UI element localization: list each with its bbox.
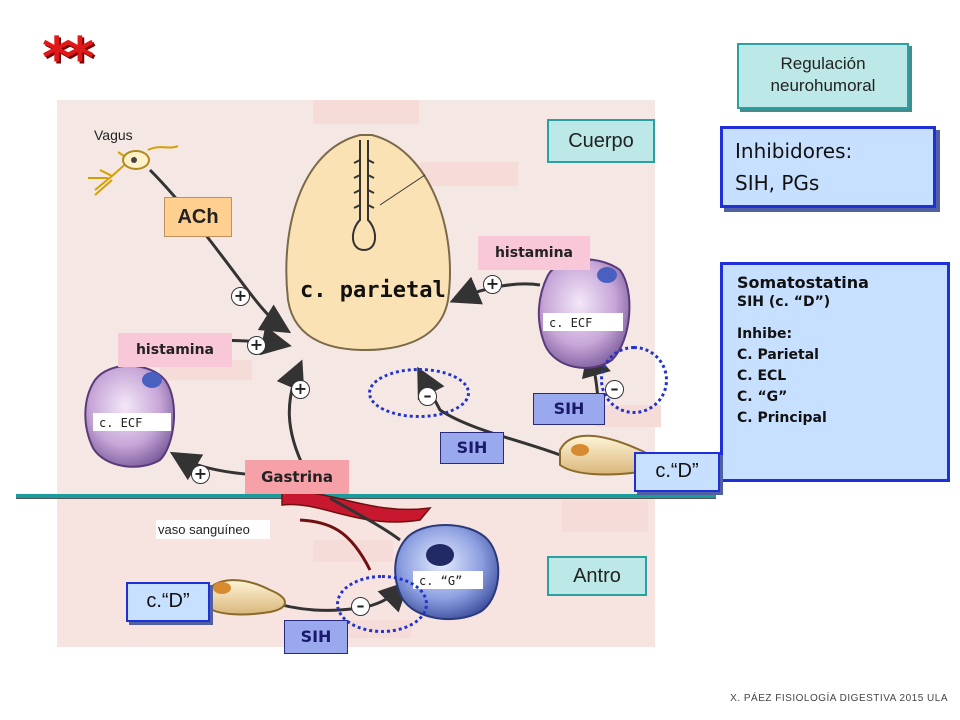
somatostatina-item: C. Parietal [737, 347, 819, 363]
minus-sign: – [418, 387, 437, 406]
parietal-cell-body [285, 134, 451, 352]
plus-sign: + [191, 465, 210, 484]
mask-patch [313, 540, 393, 562]
cuerpo-label: Cuerpo [547, 119, 655, 163]
somatostatina-subtitle: SIH (c. “D”) [737, 294, 831, 310]
sih-center-label: SIH [440, 432, 504, 464]
plus-sign: + [247, 336, 266, 355]
somatostatina-inhibe: Inhibe: [737, 326, 793, 342]
somatostatina-box: Somatostatina SIH (c. “D”) Inhibe: C. Pa… [720, 262, 950, 482]
title-stars: ** [42, 26, 95, 91]
mask-patch [313, 100, 419, 124]
mask-patch [420, 162, 518, 186]
inhibition-ring [336, 575, 428, 633]
plus-sign: + [291, 380, 310, 399]
somatostatina-item: C. Principal [737, 410, 827, 426]
histamina-left-label: histamina [118, 333, 232, 367]
vaso-label: vaso sanguíneo [156, 520, 270, 539]
plus-sign: + [231, 287, 250, 306]
regulacion-line2: neurohumoral [770, 76, 876, 95]
inhibition-ring [600, 346, 668, 414]
blood-vessel [281, 490, 432, 523]
plus-sign: + [483, 275, 502, 294]
inhibidores-list: SIH, PGs [735, 171, 820, 195]
footer-credit: X. PÁEZ FISIOLOGÍA DIGESTIVA 2015 ULA [730, 693, 948, 704]
d-cell-right-label: c.“D” [634, 452, 720, 492]
antro-label: Antro [547, 556, 647, 596]
g-cell-label: c. “G” [413, 571, 483, 589]
inhibidores-box: Inhibidores: SIH, PGs [720, 126, 936, 208]
somatostatina-title: Somatostatina [737, 273, 869, 292]
ecf-left-label: c. ECF [93, 413, 171, 431]
ach-label: ACh [164, 197, 232, 237]
parietal-label: c. parietal [300, 278, 446, 303]
regulacion-box: Regulación neurohumoral [737, 43, 909, 109]
ecf-right-label: c. ECF [543, 313, 623, 331]
inhibition-ring [368, 368, 470, 418]
vagus-label: Vagus [94, 127, 133, 143]
sih-bottom-label: SIH [284, 620, 348, 654]
mask-patch [562, 500, 648, 532]
inhibidores-title: Inhibidores: [735, 139, 853, 163]
divider-line [16, 494, 716, 499]
histamina-right-label: histamina [478, 236, 590, 270]
d-cell-left-label: c.“D” [126, 582, 210, 622]
regulacion-line1: Regulación [780, 54, 866, 73]
somatostatina-item: C. ECL [737, 368, 787, 384]
minus-sign: – [605, 380, 624, 399]
somatostatina-item: C. “G” [737, 389, 788, 405]
gastrina-label: Gastrina [245, 460, 349, 494]
sih-right-label: SIH [533, 393, 605, 425]
minus-sign: – [351, 597, 370, 616]
